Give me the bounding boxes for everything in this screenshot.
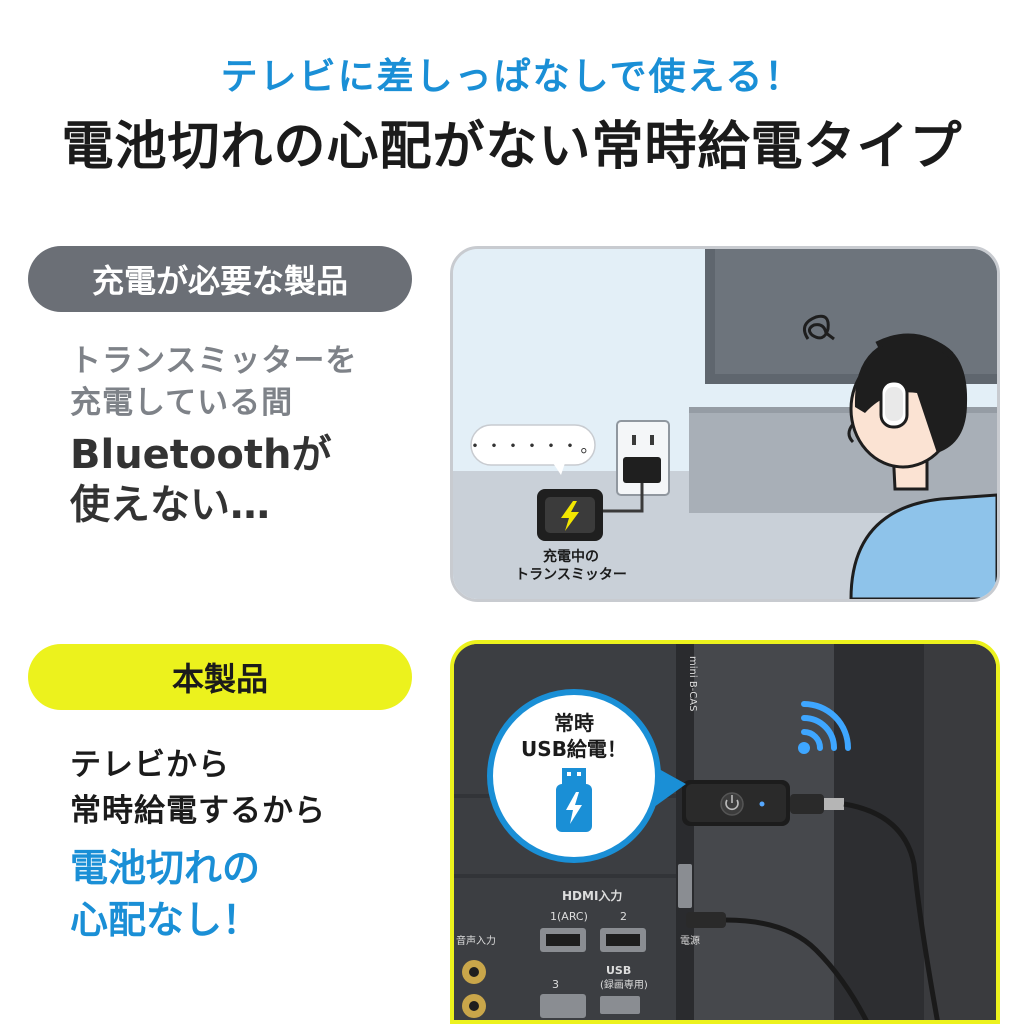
charging-strong-1: Bluetoothが <box>70 432 332 478</box>
charging-strong-2: 使えない… <box>70 482 270 528</box>
svg-text:2: 2 <box>620 910 627 923</box>
svg-text:mini B-CAS: mini B-CAS <box>687 656 698 711</box>
charging-illustration: ・・・・・・。 充電中の トランスミッター <box>450 246 1000 602</box>
svg-text:HDMI入力: HDMI入力 <box>562 888 622 903</box>
subtitle: テレビに差しっぱなしで使える！ <box>220 55 804 98</box>
charging-line-1: トランスミッターを <box>70 343 358 379</box>
wireless-signal-icon <box>798 701 851 754</box>
svg-text:1(ARC): 1(ARC) <box>550 910 588 923</box>
charging-product-label: 充電が必要な製品 <box>28 246 412 312</box>
product-blue-1: 電池切れの <box>70 846 261 890</box>
usb-bolt-icon <box>566 792 582 824</box>
product-line-1: テレビから <box>70 747 230 783</box>
svg-text:USB: USB <box>606 964 631 977</box>
usb-port <box>600 996 640 1014</box>
sound-squiggle-icon <box>802 314 835 341</box>
usb-transmitter <box>682 780 940 1020</box>
usb-power-callout: 常時 USB給電！ <box>487 689 686 863</box>
hdmi-port-3 <box>540 994 586 1018</box>
page-title: 電池切れの心配がない常時給電タイプ <box>61 117 963 177</box>
status-led <box>759 801 765 807</box>
audio-plug <box>824 798 844 810</box>
svg-text:3: 3 <box>552 978 559 991</box>
this-product-label-text: 本製品 <box>171 660 268 698</box>
product-blue-2: 心配なし！ <box>70 898 261 942</box>
callout-line-2: USB給電！ <box>521 737 627 761</box>
this-product-label: 本製品 <box>28 644 412 710</box>
device-caption-line-2: トランスミッター <box>515 567 627 583</box>
speech-bubble-text: ・・・・・・。 <box>467 437 600 457</box>
lightning-bolt-icon <box>561 501 579 531</box>
svg-text:(録画専用): (録画専用) <box>600 978 648 991</box>
callout-line-1: 常時 <box>554 711 594 735</box>
svg-text:音声入力: 音声入力 <box>456 934 496 947</box>
charging-description: トランスミッターを 充電している間 Bluetoothが 使えない… <box>70 340 450 530</box>
product-description: テレビから 常時給電するから 電池切れの 心配なし！ <box>70 742 460 946</box>
speech-bubble <box>470 424 596 466</box>
svg-text:電源: 電源 <box>680 934 700 947</box>
tv-rear-photo: HDMI入力 1(ARC) 2 3 USB (録画専用) 音声入力 mini B… <box>450 640 1000 1024</box>
device-caption-line-1: 充電中の <box>543 548 599 565</box>
usb-plug-icon <box>556 768 592 832</box>
product-line-2: 常時給電するから <box>70 793 326 829</box>
port-panel: HDMI入力 1(ARC) 2 3 USB (録画専用) 音声入力 <box>456 888 648 1018</box>
person-with-headphones <box>847 333 997 599</box>
charging-line-2: 充電している間 <box>70 385 294 421</box>
power-button-icon[interactable] <box>720 792 744 816</box>
charging-product-label-text: 充電が必要な製品 <box>91 262 348 300</box>
